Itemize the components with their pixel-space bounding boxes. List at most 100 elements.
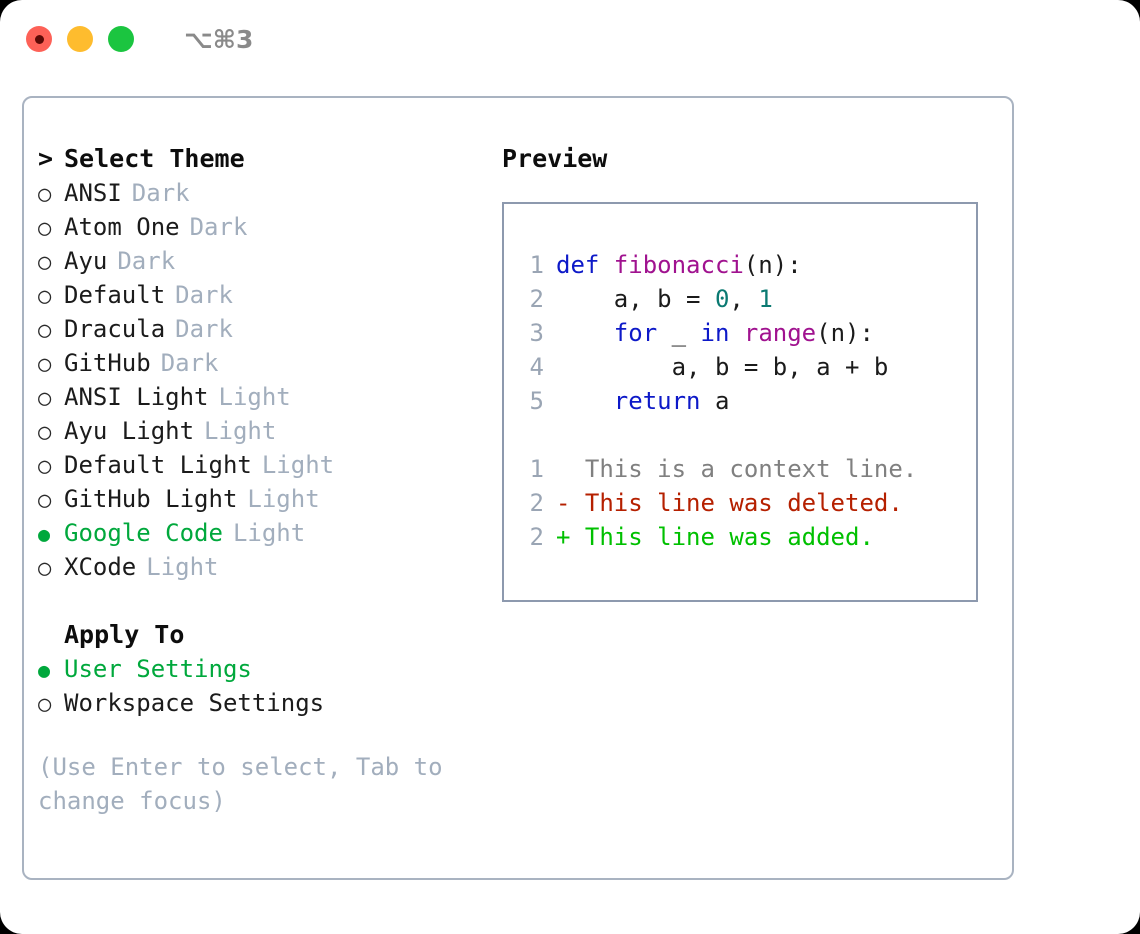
apply-option-workspace-settings[interactable]: ○ Workspace Settings: [38, 686, 488, 720]
code-token-plain: [556, 319, 614, 347]
keyboard-shortcut-label: ⌥⌘3: [184, 24, 254, 54]
theme-variant-tag: Dark: [131, 179, 190, 207]
apply-option-label: User Settings: [64, 655, 252, 683]
radio-unselected-icon: ○: [38, 216, 52, 241]
diff-marker: -: [556, 489, 571, 517]
theme-option-label: GitHub Light: [64, 485, 238, 513]
code-line: 3 for _ in range(n):: [518, 316, 976, 350]
code-token-kw: def: [556, 251, 614, 279]
radio-selected-icon: ●: [38, 522, 51, 546]
theme-variant-tag: Light: [232, 519, 306, 547]
radio-unselected-icon: ○: [38, 454, 52, 479]
diff-line-add: 2+ This line was added.: [518, 520, 976, 554]
diff-text: This line was added.: [570, 523, 874, 551]
caret-placeholder-icon: >: [38, 618, 64, 652]
radio-unselected-icon: ○: [38, 386, 52, 411]
code-token-plain: [556, 387, 614, 415]
code-token-num: 0: [714, 285, 730, 313]
theme-variant-tag: Dark: [160, 349, 219, 377]
code-token-plain: (n):: [743, 251, 802, 279]
code-token-kw: for: [613, 319, 658, 347]
theme-variant-tag: Dark: [175, 315, 233, 343]
caret-icon: >: [38, 144, 54, 173]
code-diff-spacer: [518, 418, 976, 452]
line-number: 2: [529, 285, 544, 313]
line-number: 2: [529, 523, 544, 551]
title-bar: ⌥⌘3: [0, 0, 1140, 78]
code-token-plain: a: [700, 387, 730, 415]
radio-unselected-icon: ○: [38, 692, 52, 717]
diff-marker: [556, 455, 570, 483]
code-line: 2 a, b = 0, 1: [518, 282, 976, 316]
line-number: 4: [529, 353, 544, 381]
theme-option-label: Google Code: [64, 519, 223, 547]
radio-unselected-icon: ○: [38, 250, 52, 275]
apply-to-header: >Apply To: [38, 618, 488, 652]
theme-variant-tag: Dark: [117, 247, 176, 275]
theme-option-atom-one[interactable]: ○ Atom One Dark: [38, 210, 488, 244]
diff-sample: 1 This is a context line. 2- This line wa…: [518, 452, 976, 554]
radio-unselected-icon: ○: [38, 352, 52, 377]
apply-to-title: Apply To: [64, 620, 185, 649]
line-number: 5: [529, 387, 544, 415]
apply-option-user-settings[interactable]: ● User Settings: [38, 652, 488, 686]
preview-title: Preview: [502, 144, 608, 173]
line-number: 3: [529, 319, 544, 347]
minimize-button-icon[interactable]: [67, 26, 93, 52]
apply-to-list: ● User Settings ○ Workspace Settings: [38, 652, 488, 720]
keyboard-hint-text: (Use Enter to select, Tab to change focu…: [38, 753, 443, 815]
radio-unselected-icon: ○: [38, 182, 52, 207]
theme-option-label: Atom One: [64, 213, 180, 241]
theme-option-label: GitHub: [64, 349, 151, 377]
diff-text: This is a context line.: [570, 455, 918, 483]
theme-option-label: Default: [64, 281, 166, 309]
maximize-button-icon[interactable]: [108, 26, 134, 52]
line-number: 1: [529, 455, 544, 483]
apply-option-label: Workspace Settings: [64, 689, 325, 717]
theme-option-label: Ayu: [64, 247, 108, 275]
close-button-icon[interactable]: [26, 26, 52, 52]
theme-option-label: ANSI Light: [64, 383, 209, 411]
window-controls: [26, 26, 134, 52]
code-token-kw: in: [700, 319, 730, 347]
line-number: 1: [529, 251, 544, 279]
code-token-kw: return: [613, 387, 701, 415]
section-spacer: [38, 584, 488, 618]
code-token-fn: range: [743, 319, 817, 347]
theme-option-default[interactable]: ○ Default Dark: [38, 278, 488, 312]
radio-unselected-icon: ○: [38, 556, 52, 581]
theme-option-github[interactable]: ○ GitHub Dark: [38, 346, 488, 380]
theme-option-google-code[interactable]: ● Google Code Light: [38, 516, 488, 550]
theme-variant-tag: Light: [247, 485, 320, 513]
code-token-fn: fibonacci: [613, 251, 744, 279]
diff-line-ctx: 1 This is a context line.: [518, 452, 976, 486]
theme-variant-tag: Light: [204, 417, 277, 445]
radio-selected-icon: ●: [38, 658, 51, 682]
theme-option-ayu[interactable]: ○ Ayu Dark: [38, 244, 488, 278]
theme-variant-tag: Dark: [189, 213, 248, 241]
diff-text: This line was deleted.: [570, 489, 903, 517]
radio-unselected-icon: ○: [38, 284, 52, 309]
code-token-plain: ,: [729, 285, 759, 313]
radio-unselected-icon: ○: [38, 318, 52, 343]
code-token-plain: _: [657, 319, 701, 347]
line-number: 2: [529, 489, 544, 517]
hint-spacer: [38, 720, 488, 750]
theme-variant-tag: Dark: [175, 281, 233, 309]
theme-variant-tag: Light: [146, 553, 219, 581]
code-token-plain: a, b = b, a + b: [556, 353, 889, 381]
